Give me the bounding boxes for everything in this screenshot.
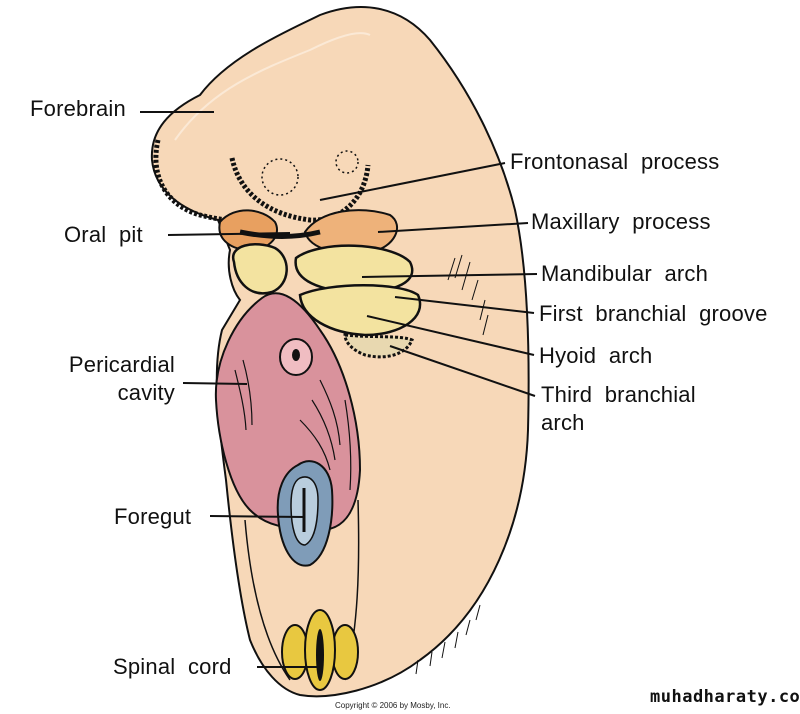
forebrain-highlight	[174, 32, 371, 141]
hyoid-arch	[298, 284, 422, 337]
neural-canal	[316, 629, 324, 681]
leader-mandibular	[361, 273, 538, 278]
embryo-body	[150, 6, 530, 698]
heart-lumen	[292, 349, 300, 361]
leader-frontonasal	[319, 162, 506, 201]
leader-hyoid	[366, 315, 535, 356]
watermark-text: muhadharaty.com	[650, 687, 800, 707]
leader-pericardial	[182, 382, 248, 385]
leader-oral-pit	[167, 232, 291, 236]
leader-third-arch	[389, 345, 536, 397]
maxillary-left	[218, 209, 278, 252]
pericardial-hatching	[234, 359, 352, 491]
label-hyoid-arch: Hyoid arch	[539, 343, 653, 368]
label-maxillary-process: Maxillary process	[531, 209, 711, 234]
label-frontonasal-process: Frontonasal process	[510, 149, 720, 174]
third-branchial-arch	[343, 333, 414, 359]
copyright-text: Copyright © 2006 by Mosby, Inc.	[335, 701, 451, 710]
label-pericardial-cavity-2: cavity	[117, 380, 175, 405]
label-spinal-cord: Spinal cord	[113, 654, 232, 679]
mandibular-arch-right	[294, 244, 414, 294]
label-forebrain: Forebrain	[30, 96, 126, 121]
leader-lines	[140, 111, 538, 668]
leader-first-groove	[394, 296, 535, 314]
nasal-placode-right	[335, 150, 359, 174]
label-oral-pit: Oral pit	[64, 222, 143, 247]
surface-hatching	[415, 254, 489, 675]
frontonasal-edge	[229, 157, 371, 223]
label-third-branchial-arch-2: arch	[541, 410, 585, 435]
leader-foregut	[209, 515, 306, 518]
ventral-wall	[244, 519, 291, 681]
label-mandibular-arch: Mandibular arch	[541, 261, 709, 286]
label-pericardial-cavity-1: Pericardial	[68, 352, 175, 377]
label-third-branchial-arch-1: Third branchial	[541, 382, 696, 407]
nasal-placode-left	[261, 158, 299, 196]
mandibular-arch-left	[231, 243, 288, 295]
label-foregut: Foregut	[114, 504, 192, 529]
leader-maxillary	[377, 222, 529, 233]
label-first-branchial-groove: First branchial groove	[539, 301, 768, 326]
